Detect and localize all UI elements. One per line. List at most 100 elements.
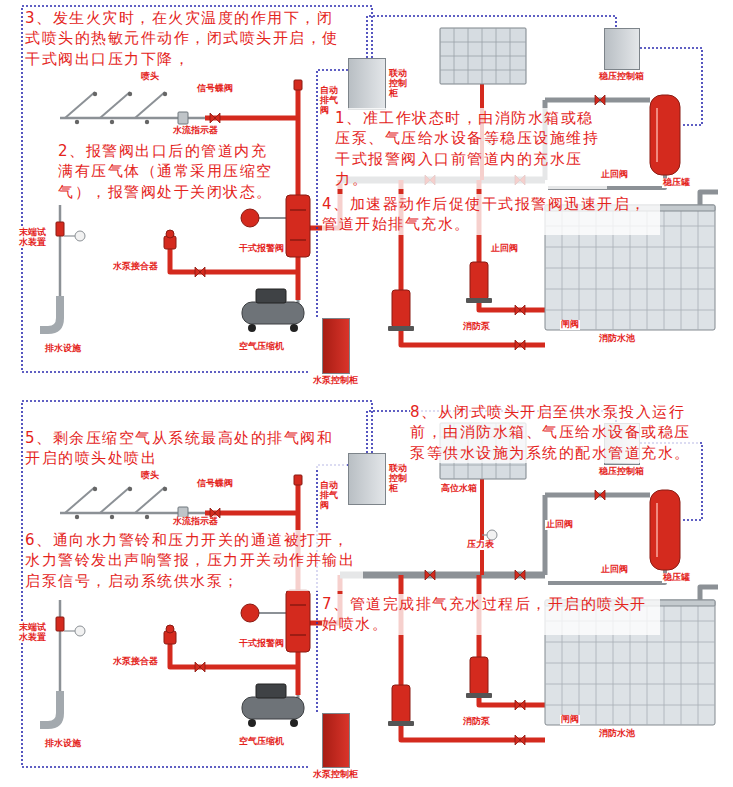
component-label: 止回阀 <box>600 170 629 180</box>
component-label: 稳压罐 <box>662 573 691 583</box>
component-label: 消防泵 <box>462 717 491 727</box>
gate-valve <box>515 340 525 350</box>
tank-highlight <box>656 503 658 557</box>
sprinkler-head <box>110 120 114 124</box>
component-label: 水流指示器 <box>172 517 219 527</box>
test-valve <box>56 617 64 631</box>
step-note: 7、管道完成排气充水过程后，开启的喷头开始喷水。 <box>322 594 660 635</box>
component-label: 闸阀 <box>560 320 580 330</box>
exhaust-valve <box>294 475 302 485</box>
component-label: 空气压缩机 <box>238 342 285 352</box>
check-valve <box>515 570 525 580</box>
overflow-pipe <box>700 587 718 600</box>
check-valve <box>595 95 605 105</box>
component-label: 消防水池 <box>598 729 636 739</box>
gate-valve <box>515 700 525 710</box>
component-label: 止回阀 <box>545 520 574 530</box>
fire-pump <box>392 685 410 723</box>
alarm-line <box>259 217 286 219</box>
control-cabinet: 水泵控制柜 <box>312 318 359 386</box>
step-note: 3、发生火灾时，在火灾温度的作用下，闭式喷头的热敏元件动作，闭式喷头开启，使干式… <box>25 8 347 69</box>
compressor-wheel <box>290 324 298 332</box>
step-note: 2、报警阀出口后的管道内充满有压气体（通常采用压缩空气），报警阀处于关闭状态。 <box>58 141 280 202</box>
pressure-gauge <box>75 231 85 241</box>
sprinkler-head <box>145 515 149 519</box>
tank-panel-grid <box>440 28 526 84</box>
pressure-gauge <box>487 530 497 540</box>
check-valve <box>425 570 435 580</box>
step-note: 5、剩余压缩空气从系统最高处的排气阀和开启的喷头处喷出 <box>25 428 347 469</box>
component-label: 闸阀 <box>560 715 580 725</box>
component-label: 排水设施 <box>44 739 82 749</box>
cabinet-label: 稳压控制箱 <box>598 72 645 82</box>
sprinkler-head <box>128 487 132 491</box>
compressor-motor <box>256 289 286 303</box>
sprinkler-head <box>93 92 97 96</box>
component-label: 空气压缩机 <box>238 737 285 747</box>
step-note: 1、准工作状态时，由消防水箱或稳压泵、气压给水设备等稳压设施维持干式报警阀入口前… <box>335 108 607 189</box>
pump-base <box>466 298 492 303</box>
branch-pipe <box>100 92 130 118</box>
component-label: 干式报警阀 <box>238 639 285 649</box>
step-note: 6、通向水力警铃和压力开关的通道被打开，水力警铃发出声响警报，压力开关动作并输出… <box>25 530 363 591</box>
sprinkler-head <box>163 487 167 491</box>
component-label: 末端试水装置 <box>18 623 54 643</box>
pump-pipe <box>479 303 545 310</box>
component-label: 止回阀 <box>490 244 519 254</box>
gate-valve <box>515 735 525 745</box>
component-label: 止回阀 <box>600 565 629 575</box>
signal-connector <box>367 16 616 58</box>
pump-connector-cap <box>166 625 174 633</box>
component-label: 水流指示器 <box>172 126 219 136</box>
fire-pump <box>470 657 488 695</box>
drain-elbow <box>40 296 60 330</box>
sprinkler-head <box>128 92 132 96</box>
water-bell <box>241 604 259 622</box>
test-pipe <box>59 600 62 695</box>
system-illustration <box>22 401 718 767</box>
fire-pump <box>470 262 488 300</box>
pressure-tank <box>650 490 680 570</box>
gate-valve <box>515 305 525 315</box>
check-valve <box>195 267 205 277</box>
check-valve <box>595 490 605 500</box>
cabinet-label: 水泵控制柜 <box>312 376 359 386</box>
valve-flange <box>290 210 306 240</box>
test-valve <box>56 222 64 236</box>
signal-wire <box>22 6 372 372</box>
pressure-gauge <box>75 626 85 636</box>
component-label: 喷头 <box>140 72 160 82</box>
component-label: 稳压罐 <box>662 178 691 188</box>
component-label: 末端试水装置 <box>18 228 54 248</box>
sprinkler-head <box>145 120 149 124</box>
overflow-pipe <box>700 192 718 205</box>
control-cabinet: 联动控制柜 <box>348 453 416 505</box>
sprinkler-head <box>75 120 79 124</box>
step-note: 8、从闭式喷头开启至供水泵投入运行前，由消防水箱、气压给水设备或稳压泵等供水设施… <box>410 402 698 463</box>
compressor-motor <box>256 684 286 698</box>
compressor-tank <box>242 697 304 719</box>
tank-highlight <box>656 108 658 162</box>
component-label: 信号蝶阀 <box>196 479 234 489</box>
pump-base <box>388 326 414 331</box>
tank-outlet-pipe <box>480 479 484 575</box>
compressor-wheel <box>248 324 256 332</box>
sprinkler-head <box>163 92 167 96</box>
control-cabinet: 稳压控制箱 <box>598 28 645 82</box>
cabinet-label: 稳压控制箱 <box>598 467 645 477</box>
flow-indicator <box>178 112 188 124</box>
component-label: 喷头 <box>140 471 160 481</box>
exhaust-valve <box>294 80 302 90</box>
component-label: 水泵接合器 <box>112 657 159 667</box>
system-illustration <box>22 6 718 372</box>
cabinet-glyph <box>322 713 350 768</box>
pump-connector-cap <box>166 230 174 238</box>
cabinet-label: 联动控制柜 <box>388 464 416 493</box>
stabilizer-pipe <box>543 495 548 575</box>
check-valve <box>195 662 205 672</box>
compressor-wheel <box>290 719 298 727</box>
gauge-stem <box>64 235 75 236</box>
dry-alarm-valve <box>286 195 310 257</box>
